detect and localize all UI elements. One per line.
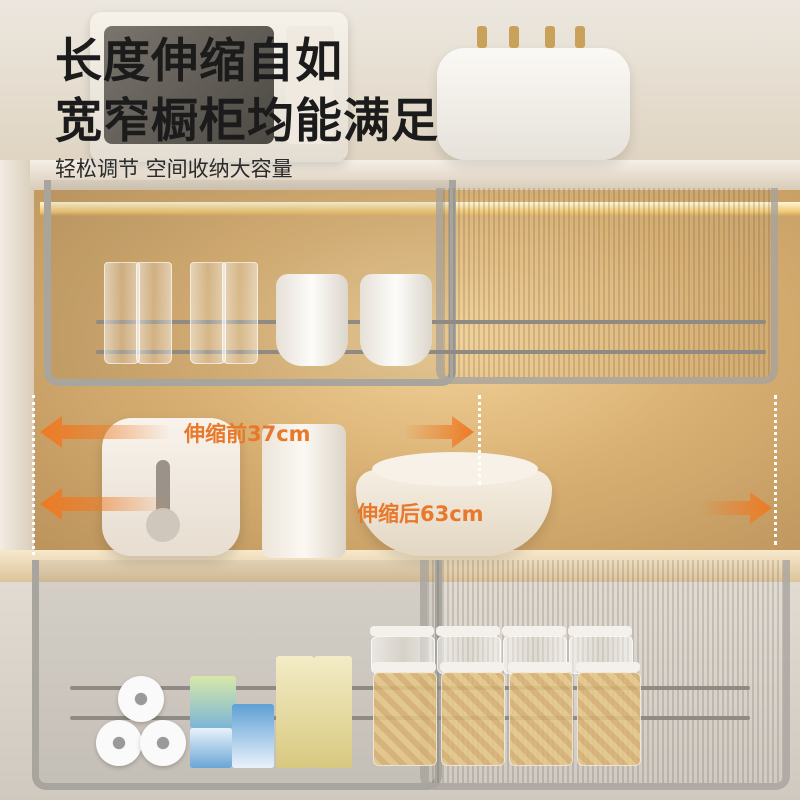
- jar-lid: [436, 626, 500, 636]
- led-light-strip: [40, 202, 800, 216]
- upper-rack-extension: [436, 188, 778, 384]
- toaster-knob: [146, 508, 180, 542]
- jar-lid: [372, 662, 436, 672]
- arrow-right-icon: [404, 416, 474, 448]
- drinking-glass: [190, 262, 226, 364]
- product-box: [314, 656, 352, 768]
- toaster-bread-slice: [545, 26, 555, 48]
- paper-roll: [96, 720, 142, 766]
- arrow-left-icon: [40, 416, 170, 448]
- storage-canister: [262, 424, 346, 558]
- jar-lid: [568, 626, 632, 636]
- glass-jar-filled: [373, 672, 437, 766]
- drinking-glass: [222, 262, 258, 364]
- paper-roll: [140, 720, 186, 766]
- dimension-line-after: [774, 395, 777, 545]
- toaster-on-top: [437, 26, 630, 160]
- dimension-before-label: 伸缩前37cm: [184, 422, 311, 446]
- microwave-door: [104, 26, 274, 144]
- glass-jar-filled: [441, 672, 505, 766]
- product-box: [232, 704, 274, 768]
- product-box: [276, 656, 314, 768]
- dimension-line-before: [478, 395, 481, 485]
- glass-jar-filled: [509, 672, 573, 766]
- jar-lid: [508, 662, 572, 672]
- arrow-right-icon: [700, 492, 772, 524]
- upper-rack-rail: [96, 350, 766, 354]
- jar-lid: [370, 626, 434, 636]
- pot-lid: [372, 452, 538, 486]
- toaster-bread-slice: [477, 26, 487, 48]
- cabinet-side-wall: [0, 160, 34, 590]
- dimension-line-left: [32, 395, 35, 555]
- toaster-on-shelf: [102, 418, 240, 556]
- toaster-bread-slice: [509, 26, 519, 48]
- arrow-left-icon: [40, 488, 170, 520]
- ceramic-cup: [276, 274, 348, 366]
- ceramic-cup: [360, 274, 432, 366]
- jar-lid: [502, 626, 566, 636]
- subheadline: 轻松调节 空间收纳大容量: [55, 157, 293, 181]
- glass-jar-filled: [577, 672, 641, 766]
- drinking-glass: [136, 262, 172, 364]
- drinking-glass: [104, 262, 140, 364]
- headline-line-1: 长度伸缩自如: [55, 34, 343, 89]
- microwave: [90, 12, 348, 162]
- jar-lid: [440, 662, 504, 672]
- paper-roll: [118, 676, 164, 722]
- dimension-after-label: 伸缩后63cm: [357, 502, 484, 526]
- product-box: [190, 676, 236, 728]
- upper-shelf-board: [30, 160, 800, 190]
- headline-line-2: 宽窄橱柜均能满足: [55, 94, 439, 149]
- product-box: [190, 728, 232, 768]
- microwave-control-panel: [286, 26, 334, 144]
- toaster-bread-slice: [575, 26, 585, 48]
- jar-lid: [576, 662, 640, 672]
